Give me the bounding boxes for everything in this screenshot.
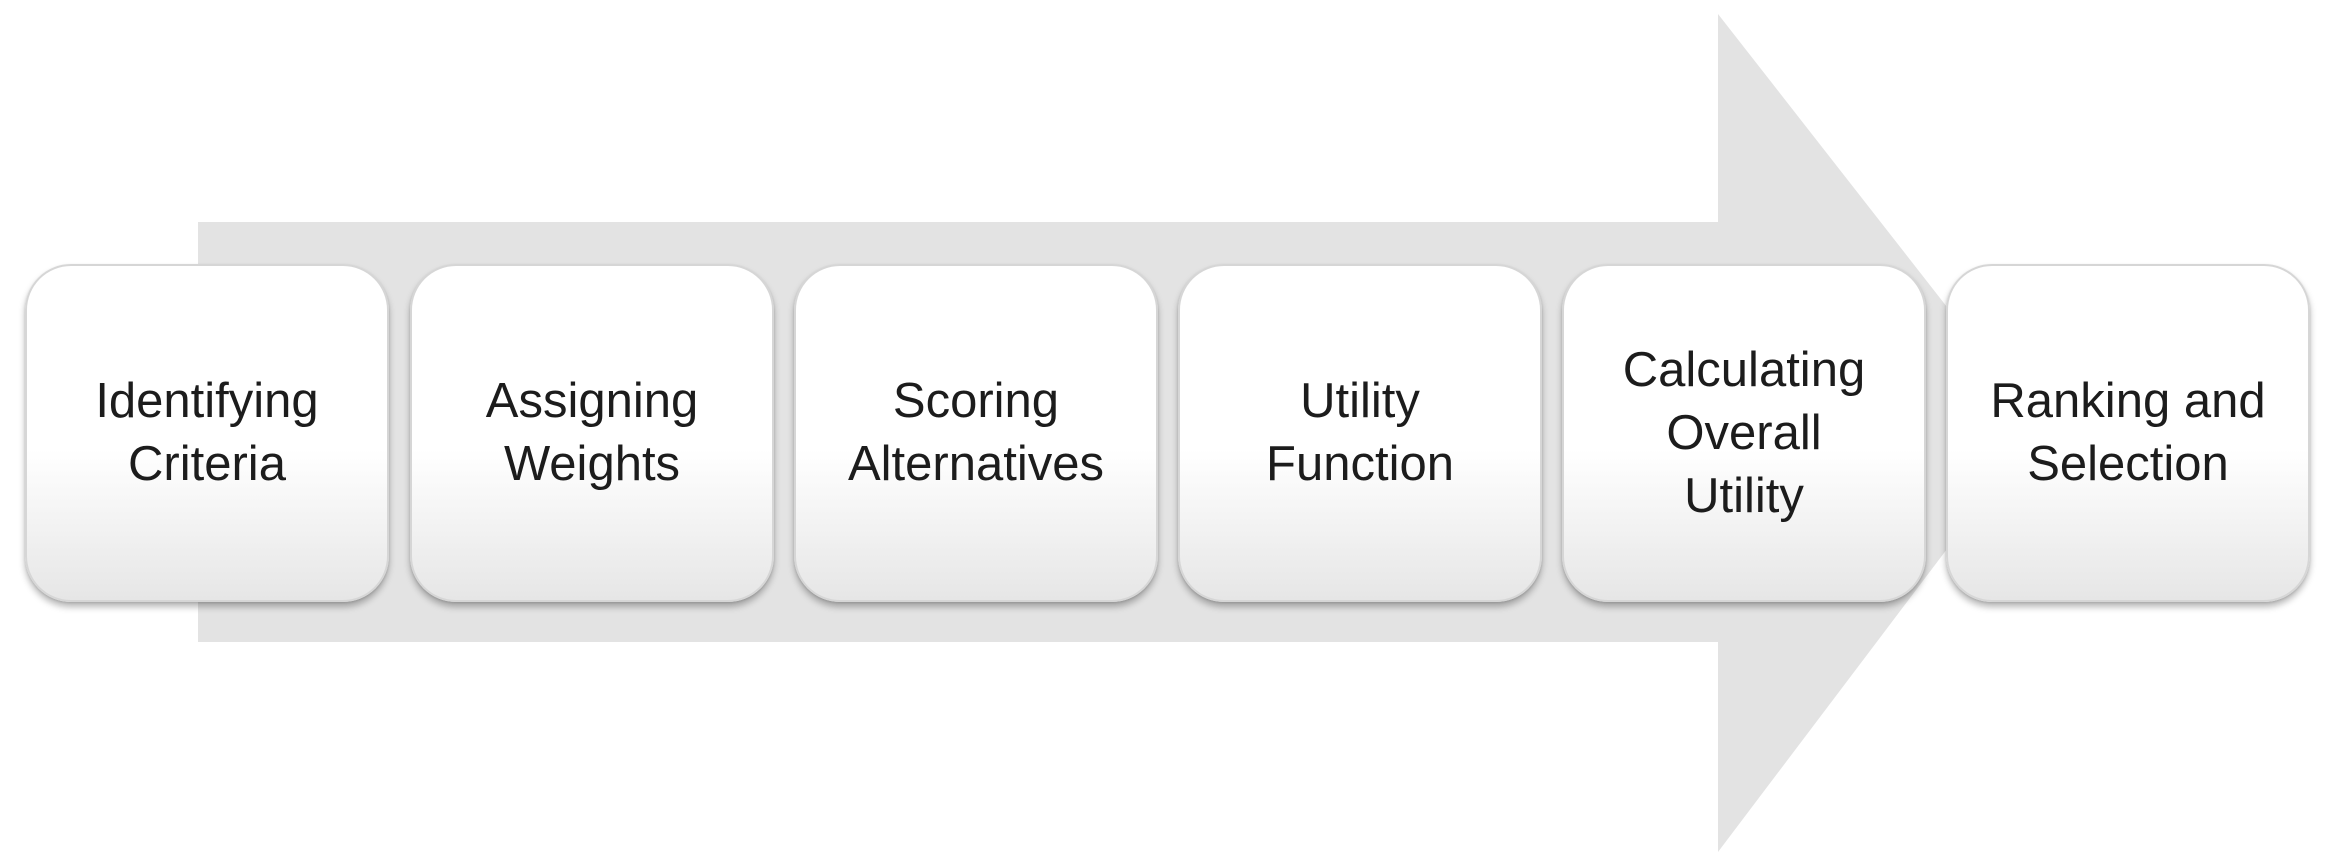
step-label: Utility Function <box>1266 374 1454 491</box>
step-identifying-criteria: Identifying Criteria <box>25 264 389 602</box>
step-utility-function: Utility Function <box>1178 264 1542 602</box>
step-scoring-alternatives: Scoring Alternatives <box>794 264 1158 602</box>
step-calculating-overall-utility: Calculating Overall Utility <box>1562 264 1926 602</box>
step-label: Scoring Alternatives <box>847 374 1104 491</box>
step-label: Ranking and Selection <box>1990 374 2266 491</box>
step-label: Identifying Criteria <box>95 374 319 491</box>
step-assigning-weights: Assigning Weights <box>410 264 774 602</box>
step-label: Assigning Weights <box>485 374 699 491</box>
step-ranking-and-selection: Ranking and Selection <box>1946 264 2310 602</box>
step-label: Calculating Overall Utility <box>1622 342 1866 523</box>
